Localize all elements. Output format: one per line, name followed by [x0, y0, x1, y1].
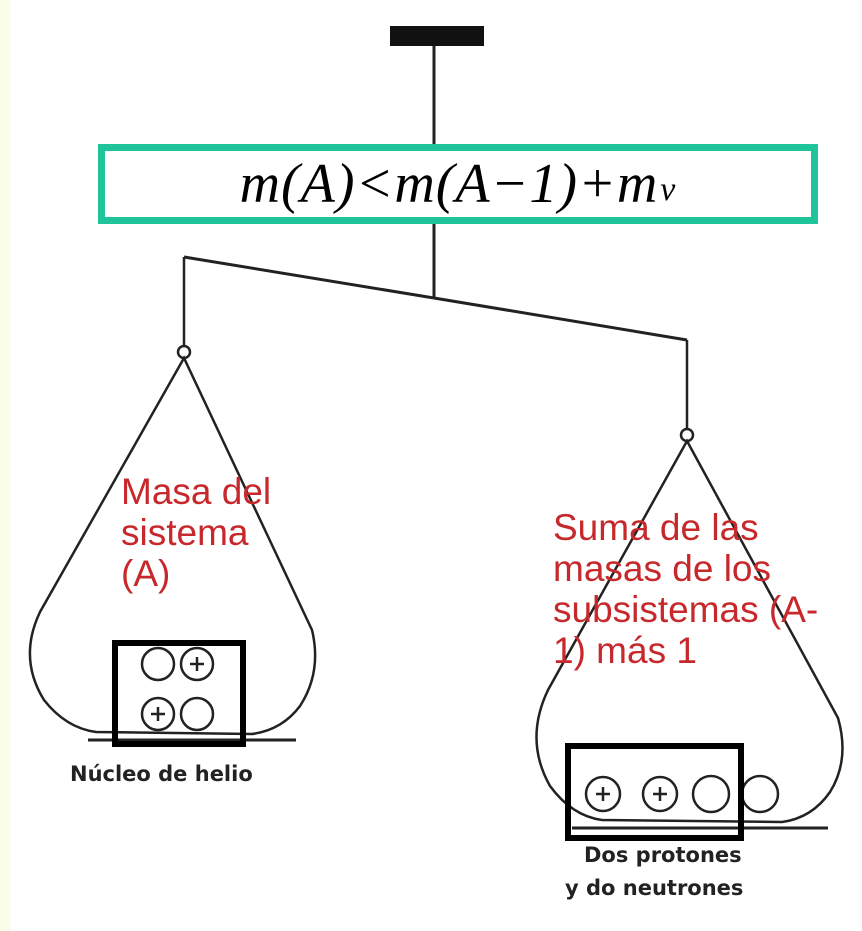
proton-icon	[179, 646, 215, 682]
scale-hanger-bar	[390, 26, 484, 46]
neutron-icon	[179, 696, 215, 732]
left-pan-label: Masa del sistema (A)	[121, 471, 341, 594]
right-particles-highlight	[565, 743, 744, 841]
right-pan	[535, 427, 844, 830]
left-particles-highlight	[112, 640, 246, 747]
right-label-line: 1) más 1	[553, 630, 697, 671]
right-label-line: Suma de las	[553, 507, 759, 548]
formula-main: m(A)<m(A−1)+m	[239, 153, 659, 215]
left-pan	[28, 344, 317, 742]
right-label-line: masas de los	[553, 548, 771, 589]
neutron-icon	[740, 774, 780, 814]
left-label-line: sistema	[121, 512, 249, 553]
neutron-icon	[691, 774, 731, 814]
neutron-icon	[140, 646, 176, 682]
left-pan-caption: Núcleo de helio	[70, 762, 253, 786]
proton-icon	[641, 775, 679, 813]
right-pan-caption-line1: Dos protones	[584, 843, 742, 867]
formula-subscript: v	[660, 171, 677, 208]
left-label-line: (A)	[121, 553, 171, 594]
scale-beam	[182, 255, 689, 428]
proton-icon	[584, 775, 622, 813]
right-pan-label: Suma de las masas de los subsistemas (A-…	[553, 507, 862, 671]
right-label-line: subsistemas (A-	[553, 589, 819, 630]
right-pan-caption-line2: y do neutrones	[565, 876, 744, 900]
proton-icon	[140, 696, 176, 732]
left-label-line: Masa del	[121, 471, 272, 512]
